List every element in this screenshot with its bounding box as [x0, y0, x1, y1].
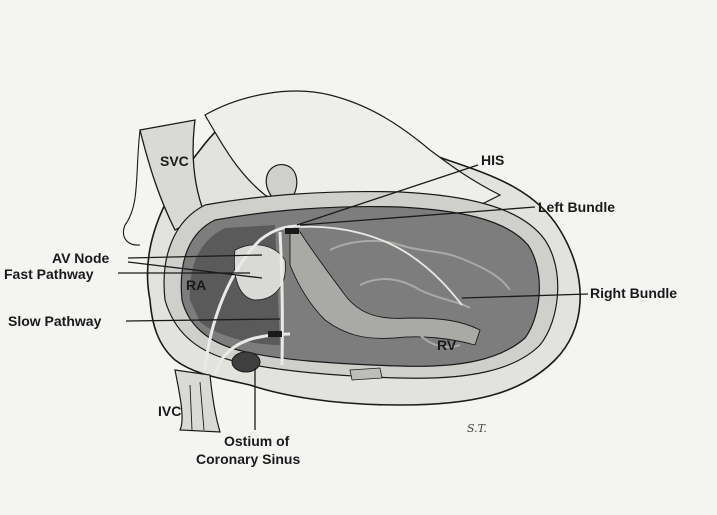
label-left-bundle: Left Bundle: [538, 199, 615, 215]
label-fast-pathway: Fast Pathway: [4, 266, 94, 282]
label-rv: RV: [437, 337, 457, 353]
electrode-cs: [268, 331, 282, 337]
electrode-his: [285, 228, 299, 234]
leader-slow-pathway: [125, 318, 281, 322]
label-svc: SVC: [160, 153, 189, 169]
rv-trabeculae: [329, 239, 511, 348]
septum-ridge: [289, 229, 481, 346]
svc-outline-left: [122, 129, 141, 246]
label-ostium-line2: Coronary Sinus: [196, 451, 300, 467]
label-right-bundle: Right Bundle: [590, 285, 677, 301]
leader-lines: [118, 164, 589, 430]
artist-signature: S.T.: [467, 422, 487, 435]
label-av-node: AV Node: [52, 250, 110, 266]
right-bundle-fiber: [299, 225, 463, 306]
label-ra: RA: [186, 277, 206, 293]
ivc-inner-lines: [189, 381, 205, 431]
lower-vessel: [349, 367, 383, 381]
leader-right-bundle: [461, 293, 589, 299]
catheter-lead-septal: [278, 231, 284, 366]
septal-tissue: [234, 244, 286, 301]
ivc-vessel: [174, 369, 221, 433]
catheter-lead-his: [203, 224, 301, 371]
leader-his: [296, 164, 479, 226]
leader-av-node-1: [127, 254, 263, 259]
leader-left-bundle: [299, 206, 536, 226]
label-his: HIS: [481, 152, 504, 168]
label-ostium-line1: Ostium of: [224, 433, 290, 449]
coronary-sinus-ostium: [231, 351, 261, 373]
leader-av-node-2: [127, 261, 263, 279]
label-ivc: IVC: [158, 403, 181, 419]
label-slow-pathway: Slow Pathway: [8, 313, 102, 329]
